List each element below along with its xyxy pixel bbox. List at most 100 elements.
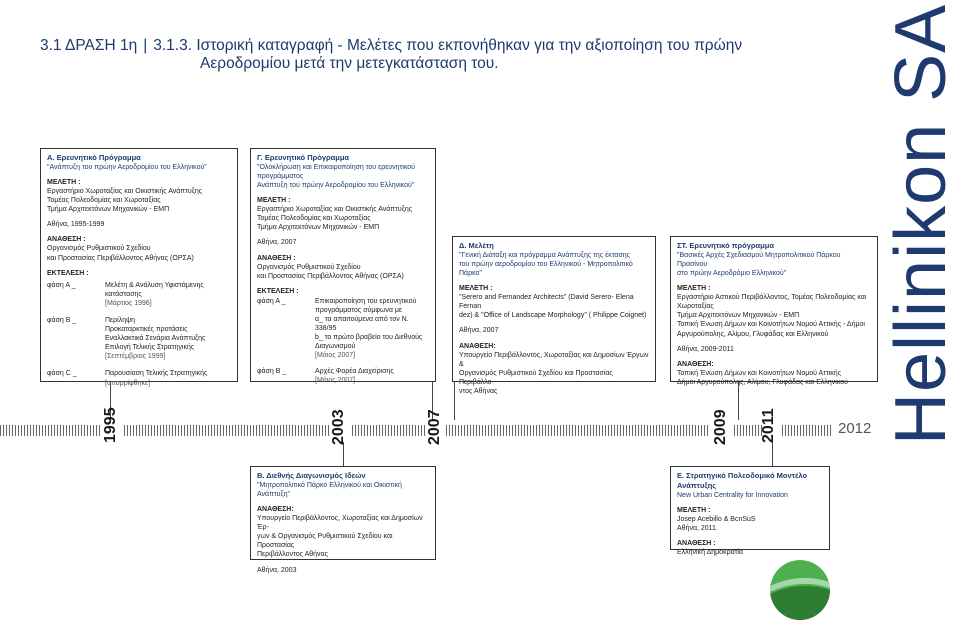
- box-st-study-line: Τμήμα Αρχιτεκτόνων Μηχανικών - ΕΜΠ: [677, 312, 800, 320]
- timeline: [0, 420, 960, 442]
- year-label: 1995: [102, 407, 119, 443]
- title-section-number: 3.1 ΔΡΑΣΗ 1η: [40, 37, 138, 54]
- box-b-quote: "Μητροπολιτικό Πάρκο Ελληνικού και Οικισ…: [257, 481, 402, 489]
- box-g-assign-line: και Προστασίας Περιβάλλοντος Αθήνας (ΟΡΣ…: [257, 272, 404, 280]
- box-a-study-line: Εργαστήριο Χωροταξίας και Οικιστικής Ανά…: [47, 187, 203, 195]
- box-b-heading: Β. Διεθνής Διαγωνισμός Ιδεών: [257, 471, 366, 480]
- timeline-ticks: [782, 425, 832, 436]
- phase-date: [απορρίφθηκε]: [105, 379, 151, 387]
- box-g-quote: προγράμματος: [257, 172, 304, 180]
- timeline-ticks: [352, 425, 426, 436]
- logo-graphic: [770, 560, 830, 620]
- box-st-assign-line: Δήμοι Αργυρούπολης, Αλίμου, Γλυφάδας και…: [677, 378, 848, 386]
- box-a-study-line: Τομέας Πολεοδομίας και Χωροταξίας: [47, 197, 161, 205]
- phase-line: κατάστασης: [105, 290, 142, 298]
- phase-label: φάση Β _: [47, 316, 77, 324]
- connector-line: [110, 382, 111, 420]
- phase-line: Εναλλακτικά Σενάρια Ανάπτυξης: [105, 335, 206, 343]
- box-g-quote: "Ολοκλήρωση και Επικαιροποίηση του ερευν…: [257, 163, 415, 171]
- box-g-study-line: Τμήμα Αρχιτεκτόνων Μηχανικών - ΕΜΠ: [257, 224, 380, 232]
- phase-line: Μελέτη & Ανάλυση Υφιστάμενης: [105, 281, 204, 289]
- box-d-assign-line: ντος Αθήνας: [459, 387, 498, 395]
- box-g-study-line: Εργαστήριο Χωροταξίας και Οικιστικής Ανά…: [257, 206, 413, 214]
- phase-line: Παρουσίαση Τελικής Στρατηγικής: [105, 370, 208, 378]
- box-g-heading: Γ. Ερευνητικό Πρόγραμμα: [257, 153, 350, 162]
- box-g-place-date: Αθήνα, 2007: [257, 239, 297, 247]
- hellinikon-logo: [770, 560, 830, 620]
- phase-label: φάση C _: [47, 370, 77, 378]
- box-g-quote: Ανάπτυξη του πρώην Αεροδρομίου του Ελλην…: [257, 181, 415, 189]
- box-st-assign-line: Τοπική Ένωση Δήμων και Κοινοτήτων Νομού …: [677, 369, 842, 377]
- box-st-study-label: ΜΕΛΕΤΗ :: [677, 285, 711, 293]
- box-st-study-line: Εργαστήριο Αστικού Περιβάλλοντος, Τομέας…: [677, 294, 867, 302]
- timeline-ticks: [446, 425, 710, 436]
- box-a-exec-label: ΕΚΤΕΛΕΣΗ :: [47, 269, 89, 277]
- year-label: 2009: [712, 409, 729, 445]
- page-title: 3.1 ΔΡΑΣΗ 1η|3.1.3. Ιστορική καταγραφή -…: [40, 37, 780, 73]
- phase-line: προγράμματος σύμφωνα με: [315, 306, 403, 314]
- box-a-study-line: Τμήμα Αρχιτεκτόνων Μηχανικών - ΕΜΠ: [47, 206, 170, 214]
- box-st-heading: ΣΤ. Ερευνητικό πρόγραμμα: [677, 241, 774, 250]
- box-a-assign-label: ΑΝΑΘΕΣΗ :: [47, 236, 86, 244]
- box-d-assign-line: Οργανισμός Ρυθμιστικού Σχεδίου και Προστ…: [459, 369, 613, 386]
- box-e-subtitle: New Urban Centrality for Innovation: [677, 491, 788, 499]
- phase-label: φάση Β _: [257, 367, 287, 375]
- box-st-study-line: Αργυρούπολης, Αλίμου, Γλυφάδας και Ελλην…: [677, 330, 829, 338]
- year-label: 2011: [760, 408, 777, 443]
- box-st-place-date: Αθήνα, 2009-2011: [677, 345, 734, 353]
- year-label: 2003: [330, 409, 347, 445]
- box-d-quote: Πάρκο": [459, 269, 482, 277]
- box-d-quote: "Γενική Διάταξη και πρόγραμμα Ανάπτυξης …: [459, 251, 631, 259]
- phase-date: [Μάιος 2007]: [315, 352, 356, 360]
- title-text: 3.1.3. Ιστορική καταγραφή - Μελέτες που …: [153, 37, 743, 54]
- phase-line: Επικαιροποίηση του ερευνητικού: [315, 297, 417, 305]
- box-g-study-label: ΜΕΛΕΤΗ :: [257, 197, 291, 205]
- box-e-assign-label: ΑΝΑΘΕΣΗ :: [677, 539, 716, 547]
- study-box-b: Β. Διεθνής Διαγωνισμός Ιδεών "Μητροπολιτ…: [250, 466, 436, 574]
- phase-label: φάση Α _: [257, 297, 286, 305]
- box-d-study-label: ΜΕΛΕΤΗ :: [459, 285, 493, 293]
- box-g-assign-label: ΑΝΑΘΕΣΗ :: [257, 254, 296, 262]
- connector-line: [343, 442, 344, 466]
- box-b-assign-line: Περιβάλλοντος Αθήνας: [257, 551, 328, 559]
- phase-line: b_ το πρώτο βραβείο του Διεθνούς: [315, 334, 423, 342]
- box-g-assign-line: Οργανισμός Ρυθμιστικού Σχεδίου: [257, 263, 361, 271]
- box-d-place-date: Αθήνα, 2007: [459, 327, 499, 335]
- box-st-assign-label: ΑΝΑΘΕΣΗ:: [677, 360, 714, 368]
- phase-date: [Μάιος 2007]: [315, 376, 356, 384]
- title-text-line2: Αεροδρομίου μετά την μετεγκατάσταση του.: [200, 54, 499, 72]
- box-a-quote: "Ανάπτυξη του πρώην Αεροδρομίου του Ελλη…: [47, 163, 207, 171]
- study-box-d: Δ. Μελέτη "Γενική Διάταξη και πρόγραμμα …: [452, 236, 656, 395]
- box-b-place-date: Αθήνα, 2003: [257, 566, 297, 574]
- box-st-study-line: Χωροταξίας: [677, 303, 714, 311]
- timeline-ticks: [124, 425, 330, 436]
- phase-date: [Μάρτιος 1996]: [105, 299, 152, 307]
- box-b-assign-line: γων & Οργανισμός Ρυθμιστικού Σχεδίου και…: [257, 533, 393, 550]
- box-e-assign-line: Ελληνική Δημοκρατία: [677, 548, 743, 556]
- box-a-place-date: Αθήνα, 1995-1999: [47, 221, 105, 229]
- year-label-end: 2012: [838, 420, 872, 437]
- box-d-assign-line: Υπουργείο Περιβάλλοντος, Χωροταξίας και …: [459, 351, 649, 368]
- phase-line: Αρχές Φορέα Διαχείρισης: [315, 367, 394, 375]
- box-e-heading: Ε. Στρατηγικό Πολεοδομικό Μοντέλο Ανάπτυ…: [677, 471, 808, 490]
- study-box-a: Α. Ερευνητικό Πρόγραμμα "Ανάπτυξη του πρ…: [40, 148, 238, 387]
- study-box-st: ΣΤ. Ερευνητικό πρόγραμμα "Βασικές Αρχές …: [670, 236, 878, 386]
- connector-line: [454, 382, 455, 420]
- box-d-assign-label: ΑΝΑΘΕΣΗ:: [459, 342, 496, 350]
- box-e-study-line: Αθήνα, 2011.: [677, 524, 718, 532]
- study-box-g: Γ. Ερευνητικό Πρόγραμμα "Ολοκλήρωση και …: [250, 148, 436, 385]
- box-g-phase-b: φάση Β _ Αρχές Φορέα Διαχείρισης [Μάιος …: [257, 367, 429, 385]
- brand-wordmark: Hellinikon SA: [881, 3, 960, 445]
- box-st-quote: "Βασικές Αρχές Σχεδιασμού Μητροπολιτικού…: [677, 251, 841, 268]
- connector-line: [432, 382, 433, 420]
- box-st-quote: στο πρώην Αεροδρόμιο Ελληνικού": [677, 269, 787, 277]
- box-b-assign-line: Υπουργείο Περιβάλλοντος, Χωροταξίας και …: [257, 515, 423, 532]
- box-e-study-label: ΜΕΛΕΤΗ :: [677, 506, 711, 514]
- timeline-ticks: [734, 425, 762, 436]
- timeline-ticks: [0, 425, 100, 436]
- box-a-phase-a: φάση Α _ Μελέτη & Ανάλυση Υφιστάμενης κα…: [47, 281, 231, 308]
- phase-line: Επιλογή Τελικής Στρατηγικής: [105, 344, 195, 352]
- box-b-assign-label: ΑΝΑΘΕΣΗ:: [257, 505, 294, 513]
- phase-label: φάση Α _: [47, 281, 76, 289]
- box-d-study-line: dez) & "Office of Landscape Morphology" …: [459, 312, 647, 320]
